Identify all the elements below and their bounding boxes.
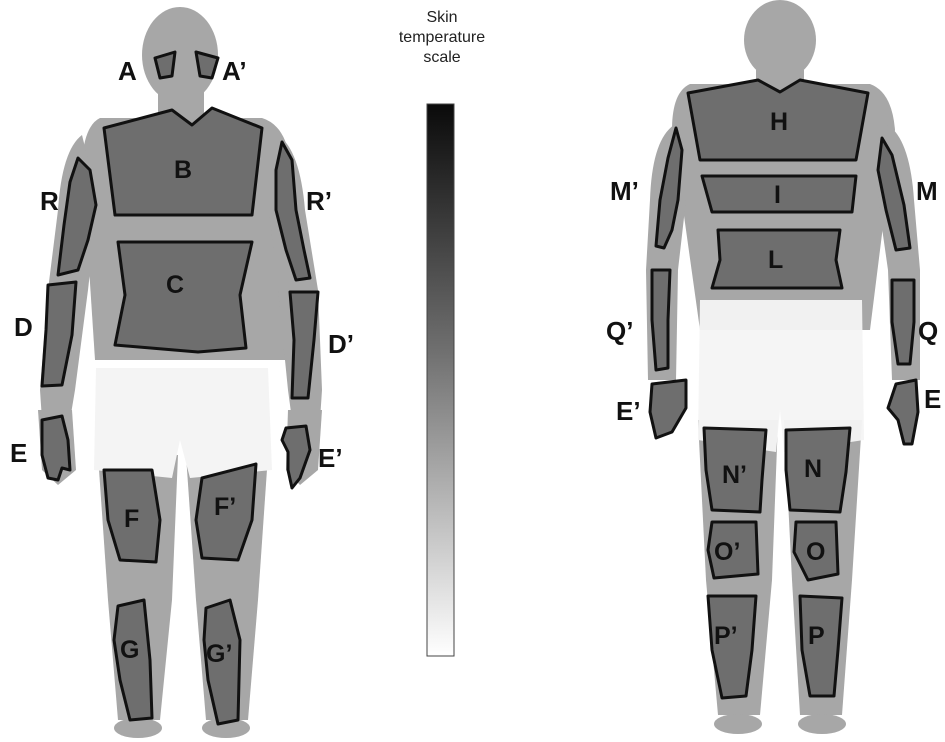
back-label-P-prime: P’: [714, 622, 738, 650]
back-label-L: L: [768, 246, 783, 274]
front-label-A: A: [118, 56, 137, 86]
scale-title-line-1: Skin: [426, 9, 457, 26]
front-label-R-prime: R’: [306, 186, 332, 216]
back-label-N-prime: N’: [722, 461, 747, 489]
back-label-I: I: [774, 181, 781, 209]
back-label-H: H: [770, 108, 788, 136]
back-label-Q-prime: Q’: [606, 316, 633, 346]
back-region-Q-prime: [652, 270, 670, 370]
front-region-A-prime: [196, 52, 218, 78]
temperature-scale: Skin temperature scale: [399, 9, 485, 656]
back-region-Q: [892, 280, 914, 364]
front-view: A A’ B C R R’ D D’ E E’ F F’ G G’: [10, 7, 354, 738]
back-label-O-prime: O’: [714, 538, 740, 566]
back-region-E-prime: [650, 380, 686, 438]
front-label-D: D: [14, 312, 33, 342]
back-label-O: O: [806, 538, 825, 566]
front-region-A: [155, 52, 175, 78]
front-label-F: F: [124, 505, 139, 533]
front-label-C: C: [166, 271, 184, 299]
back-label-E: E: [924, 384, 941, 414]
front-shorts: [94, 368, 272, 478]
front-label-F-prime: F’: [214, 493, 236, 521]
front-label-D-prime: D’: [328, 329, 354, 359]
back-label-M: M: [916, 176, 938, 206]
front-label-G: G: [120, 636, 139, 664]
front-region-E: [42, 416, 70, 480]
front-label-R: R: [40, 186, 59, 216]
scale-gradient-bar: [427, 104, 454, 656]
front-label-G-prime: G’: [206, 640, 232, 668]
back-label-E-prime: E’: [616, 396, 641, 426]
back-label-N: N: [804, 455, 822, 483]
back-view: H I L M M’ Q Q’ E E’ N N’ O O’ P P’: [606, 0, 941, 734]
front-label-A-prime: A’: [222, 56, 247, 86]
back-label-Q: Q: [918, 316, 938, 346]
scale-title-line-3: scale: [423, 49, 460, 66]
front-label-E-prime: E’: [318, 443, 343, 473]
front-label-E: E: [10, 438, 27, 468]
back-label-M-prime: M’: [610, 176, 639, 206]
scale-title-line-2: temperature: [399, 29, 485, 46]
back-label-P: P: [808, 622, 825, 650]
back-region-E: [888, 380, 918, 444]
front-label-B: B: [174, 156, 192, 184]
